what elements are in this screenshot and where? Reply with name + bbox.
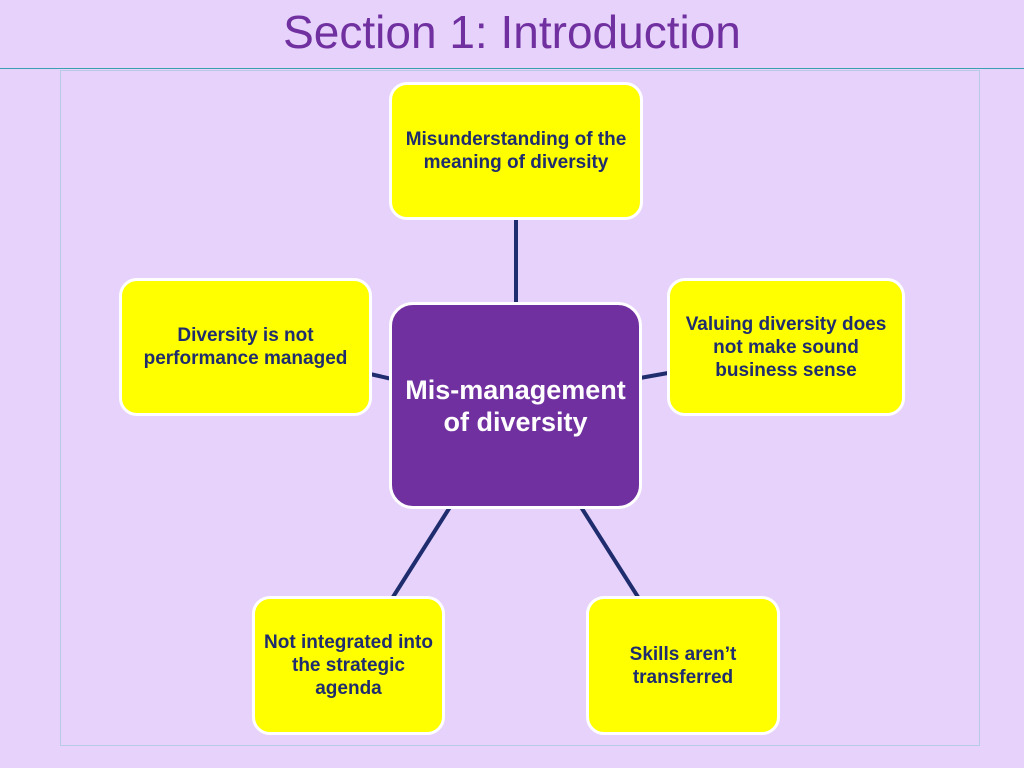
slide-title: Section 1: Introduction	[283, 6, 741, 58]
node-business-sense: Valuing diversity does not make sound bu…	[667, 278, 905, 416]
connector-bottom-left	[391, 505, 452, 599]
node-not-integrated: Not integrated into the strategic agenda	[252, 596, 445, 735]
node-not-performance-managed: Diversity is not performance managed	[119, 278, 372, 416]
node-misunderstanding: Misunderstanding of the meaning of diver…	[389, 82, 643, 220]
connector-left	[369, 372, 393, 381]
connector-bottom-right	[579, 505, 640, 599]
node-skills-not-transferred: Skills aren’t transferred	[586, 596, 780, 735]
node-center-mismanagement: Mis-management of diversity	[389, 302, 642, 509]
node-not-performance-managed-label: Diversity is not performance managed	[143, 325, 348, 369]
node-skills-not-transferred-label: Skills aren’t transferred	[629, 643, 737, 688]
node-center-label: Mis-management of diversity	[405, 374, 626, 437]
node-not-integrated-label: Not integrated into the strategic agenda	[264, 632, 433, 699]
title-divider	[0, 68, 1024, 69]
node-misunderstanding-label: Misunderstanding of the meaning of diver…	[405, 129, 627, 173]
connector-right	[639, 371, 669, 380]
node-business-sense-label: Valuing diversity does not make sound bu…	[685, 313, 887, 381]
content-frame	[60, 70, 980, 746]
